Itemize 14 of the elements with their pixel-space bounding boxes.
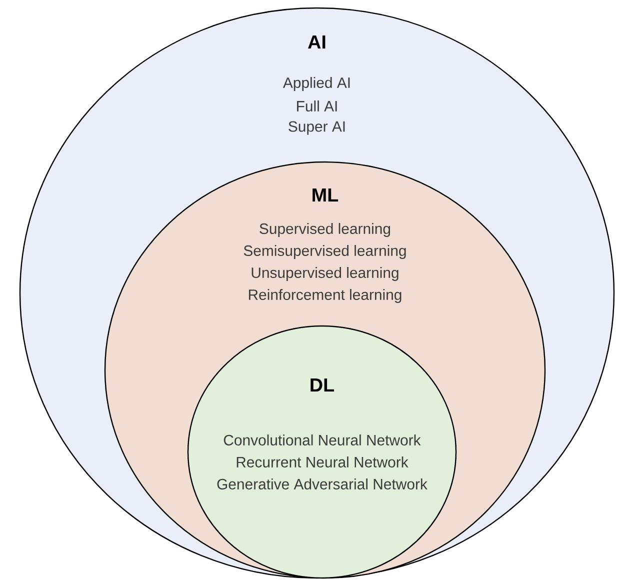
list-item: Reinforcement learning bbox=[248, 289, 402, 303]
list-item: Applied AI bbox=[282, 77, 350, 91]
list-item: Full AI bbox=[297, 100, 337, 112]
list-item: Convolutional Neural Network bbox=[224, 434, 421, 446]
region-title: DL bbox=[310, 378, 334, 392]
region-title: AI bbox=[308, 35, 326, 48]
list-item: Semisupervised learning bbox=[244, 245, 406, 259]
nested-ellipse bbox=[187, 325, 457, 579]
list-item: Super AI bbox=[288, 121, 345, 135]
region-title: ML bbox=[312, 188, 338, 202]
list-item: Recurrent Neural Network bbox=[236, 456, 408, 468]
list-item: Unsupervised learning bbox=[252, 267, 398, 281]
list-item: Generative Adversarial Network bbox=[217, 478, 428, 490]
list-item: Supervised learning bbox=[260, 223, 390, 237]
